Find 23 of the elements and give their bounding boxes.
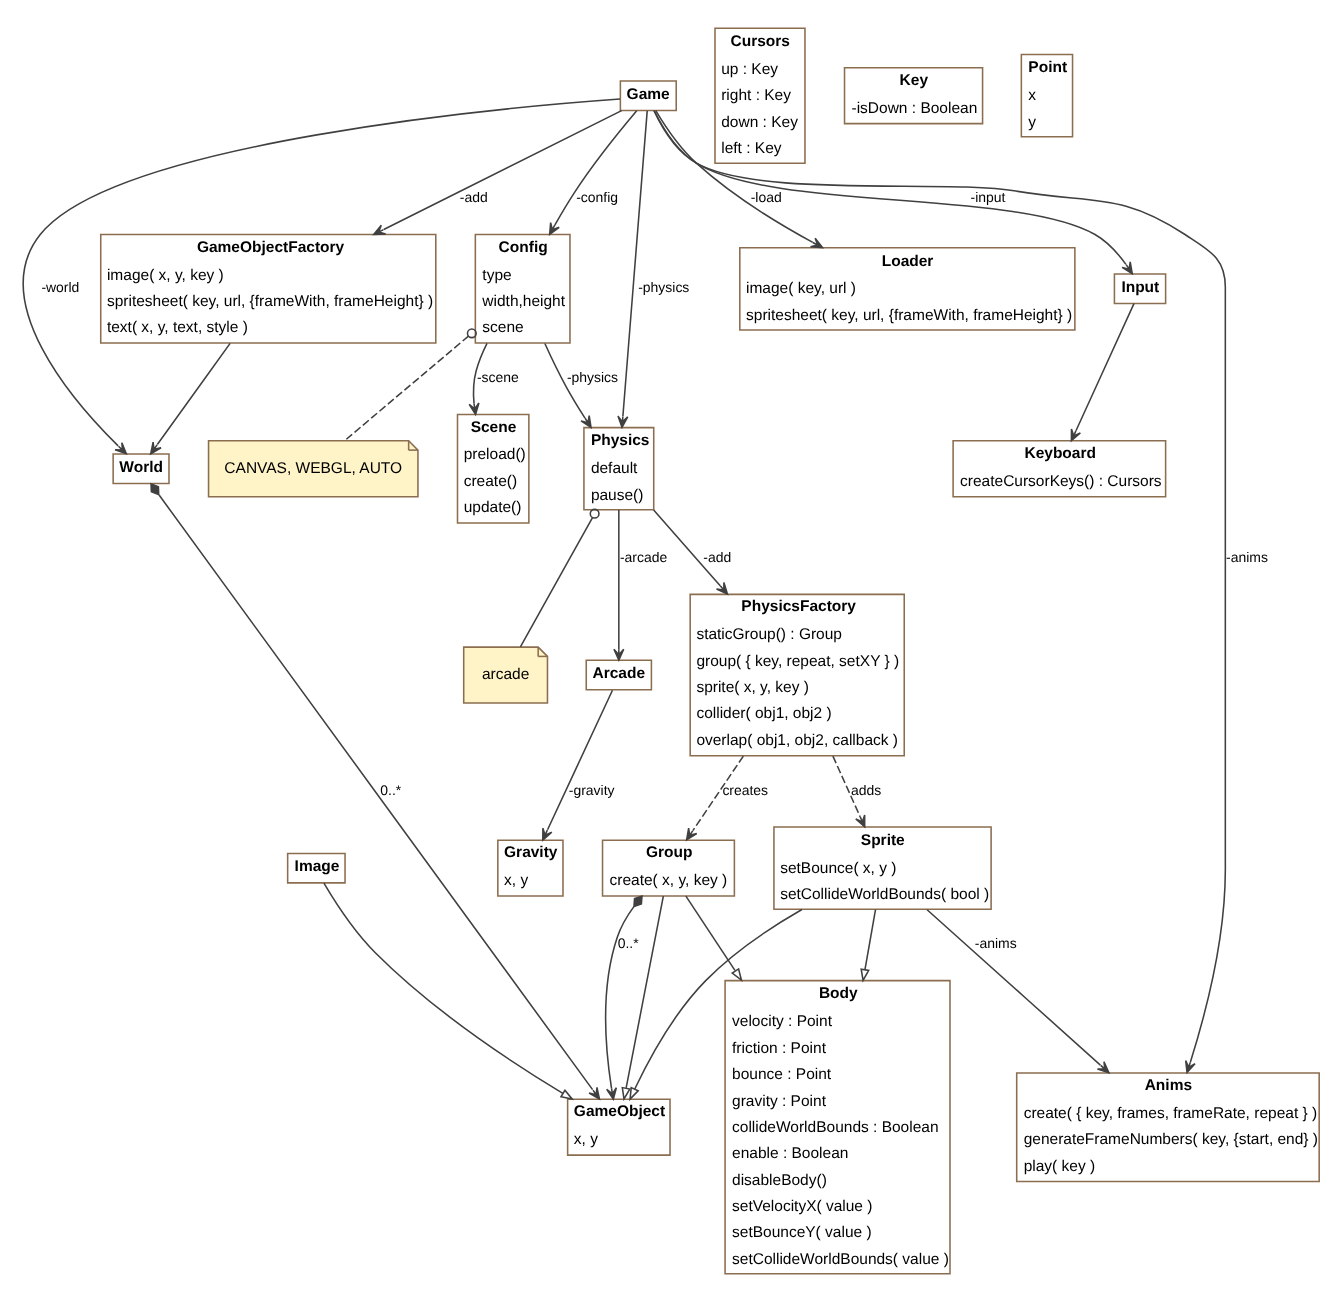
arrow bbox=[150, 482, 601, 1100]
arrow bbox=[323, 882, 575, 1101]
arrow bbox=[926, 908, 1110, 1074]
arrow bbox=[373, 109, 623, 236]
arrow bbox=[605, 895, 643, 1100]
arrow bbox=[149, 342, 231, 455]
arrow bbox=[548, 109, 638, 236]
arrow bbox=[468, 342, 488, 416]
arrow bbox=[621, 895, 665, 1102]
arrow bbox=[617, 110, 648, 429]
arrow bbox=[629, 908, 803, 1102]
arrow bbox=[685, 895, 743, 983]
arrow bbox=[653, 110, 1134, 275]
arrow bbox=[685, 755, 745, 841]
arrow bbox=[613, 509, 625, 661]
arrow bbox=[652, 509, 729, 595]
arrow bbox=[544, 342, 592, 429]
arrow bbox=[542, 689, 614, 841]
connector bbox=[519, 508, 600, 648]
arrow bbox=[860, 908, 877, 983]
arrow bbox=[655, 109, 824, 249]
connector bbox=[344, 328, 477, 442]
arrow bbox=[653, 109, 1227, 1074]
